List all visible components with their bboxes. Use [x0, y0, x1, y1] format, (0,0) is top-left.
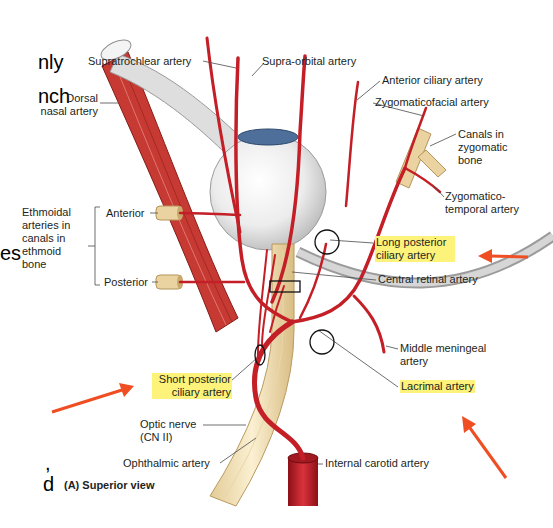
leader-line	[152, 282, 158, 283]
middle-meningeal-artery	[354, 296, 384, 352]
long-posterior-ciliary-artery	[300, 244, 326, 318]
arrow-head	[478, 249, 492, 263]
short-posterior-ciliary-artery	[262, 255, 275, 346]
artery-label: Internal carotid artery	[325, 457, 429, 470]
leader-line	[330, 240, 373, 243]
artery-label: Zygomatico-temporal artery	[445, 190, 527, 216]
leader-lines	[88, 61, 456, 464]
highlighted-label: Long posterior ciliary artery	[375, 236, 455, 262]
anterior-ciliary-artery	[346, 82, 358, 206]
artery-label: Middle meningeal artery	[400, 342, 494, 368]
leader-line	[203, 61, 236, 68]
bony-canals	[156, 128, 446, 289]
annotation-circle	[255, 345, 265, 365]
carotid-vessel	[288, 458, 318, 506]
artery-label: Central retinal artery	[378, 273, 478, 286]
artery-label: Posterior	[104, 276, 148, 289]
annotation-box	[270, 281, 300, 292]
ethmoid-canal	[156, 206, 182, 220]
highlighted-label: Short posterior ciliary artery	[152, 373, 232, 399]
supraorbital-artery	[272, 56, 305, 302]
artery-label: Supratrochlear artery	[88, 55, 191, 68]
node-text: Short posterior ciliary artery	[153, 373, 231, 399]
zygomaticotemporal-artery	[405, 168, 440, 192]
leader-line	[100, 103, 118, 104]
arrow-head	[462, 416, 476, 433]
leader-line	[231, 358, 257, 381]
zygomatic-canal	[418, 150, 446, 177]
leader-line	[318, 330, 398, 387]
annotation-circle	[310, 330, 334, 354]
artery-label: Dorsal nasal artery	[38, 92, 98, 118]
artery-label: Supra-orbital artery	[262, 55, 356, 68]
leader-line	[150, 213, 158, 214]
leader-line	[220, 438, 256, 463]
leader-line	[434, 186, 444, 197]
central-retinal-artery	[270, 286, 284, 332]
cornea	[238, 129, 298, 145]
group-label: Ethmoidal arteries in canals in ethmoid …	[22, 206, 79, 271]
artery-label: Anterior ciliary artery	[382, 74, 483, 87]
nerve-label: Optic nerve (CN II)	[140, 418, 212, 444]
artery-label: Zygomaticofacial artery	[375, 96, 489, 109]
bone-label: Canals in zygomatic bone	[458, 128, 513, 167]
artery-label: Ophthalmic artery	[123, 457, 210, 470]
artery-label: Anterior	[106, 207, 145, 220]
leader-line	[430, 134, 456, 146]
node-text: Lacrimal artery	[401, 380, 474, 393]
slide-text-fragment: es	[0, 241, 21, 265]
ethmoid-canal	[156, 275, 182, 289]
node-text: Long posterior ciliary artery	[376, 236, 454, 262]
slide-text-fragment: d	[43, 472, 54, 496]
pointer-arrow	[490, 256, 528, 257]
slide-text-fragment: ,	[45, 451, 51, 475]
slide-text-fragment: nly	[38, 50, 64, 74]
arrow-head	[119, 383, 134, 397]
pointer-arrows	[52, 249, 528, 478]
slide-text-fragment: nch	[38, 84, 70, 108]
pointer-arrow	[470, 428, 506, 478]
posterior-ethmoidal-artery	[180, 281, 244, 284]
zygomaticofacial-artery	[405, 108, 426, 168]
anterior-ethmoidal-artery	[180, 213, 240, 215]
bracket	[88, 207, 100, 285]
eyeball	[210, 129, 326, 250]
figure-caption: (A) Superior view	[64, 479, 154, 491]
internal-carotid	[288, 453, 318, 506]
hand-annotations	[255, 230, 339, 365]
eyeball-sphere	[210, 134, 326, 250]
annotation-circle	[315, 230, 339, 254]
leader-line	[203, 425, 246, 426]
leader-line	[386, 346, 398, 349]
pointer-arrow	[52, 390, 122, 412]
highlighted-label: Lacrimal artery	[400, 380, 475, 393]
dorsal-nasal-artery	[207, 38, 240, 232]
leader-line	[292, 272, 376, 280]
leader-line	[318, 464, 323, 465]
